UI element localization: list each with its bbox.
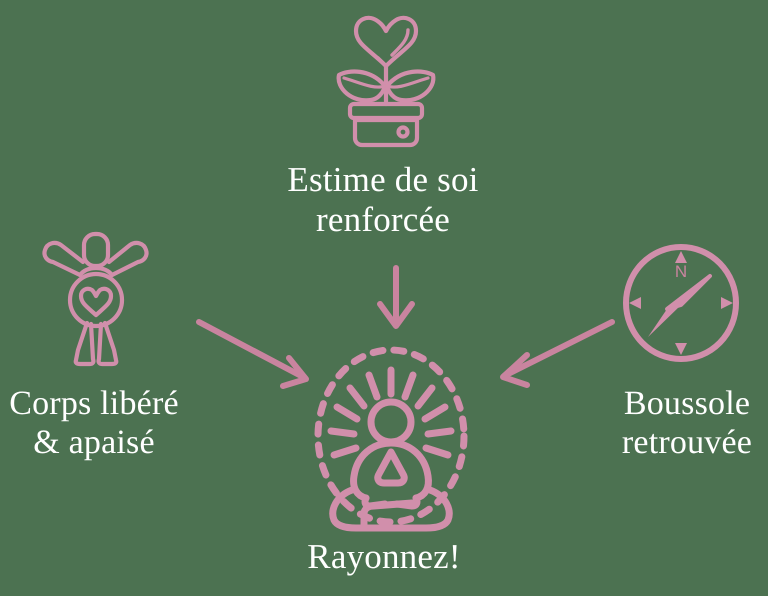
meditating-person-radiant-icon <box>312 342 470 532</box>
arrow-top-to-center <box>377 265 415 329</box>
heart-bloom <box>353 15 419 69</box>
potted-plant-heart-icon-svg <box>336 15 436 148</box>
meditator-shoulder-left <box>350 439 395 502</box>
compass-icon-svg: N <box>623 244 739 362</box>
stem-notch <box>376 56 388 68</box>
label-estime-de-soi: Estime de soi renforcée <box>287 160 479 239</box>
person-arms-raised-heart-icon <box>40 228 150 367</box>
label-rayonnez: Rayonnez! <box>307 537 461 576</box>
leaf-right <box>384 69 436 103</box>
compass-tick-south <box>675 343 687 355</box>
person-torso-circle <box>67 271 125 329</box>
pot-dot-detail <box>396 125 410 139</box>
person-arm-right <box>106 240 149 278</box>
meditating-person-radiant-icon-svg <box>314 346 468 532</box>
person-shoulders <box>77 265 115 278</box>
person-leg-left <box>73 320 96 367</box>
label-boussole: Boussole retrouvée <box>621 385 753 461</box>
compass-icon: N <box>622 243 740 363</box>
person-leg-right <box>96 320 119 367</box>
compass-tick-north <box>675 251 687 263</box>
compass-tick-west <box>629 297 641 309</box>
leaf-right-vein <box>385 76 430 89</box>
meditator-head <box>367 398 415 446</box>
meditator-prayer-hands <box>374 448 408 487</box>
aura-dashed-circle <box>314 346 468 526</box>
potted-plant-heart-icon <box>330 8 442 148</box>
meditator-shoulder-right <box>387 439 432 502</box>
person-head <box>81 231 111 269</box>
leaf-left-vein <box>342 76 387 89</box>
radiating-rays <box>327 366 455 459</box>
compass-tick-east <box>721 297 733 309</box>
pot-body <box>352 117 420 148</box>
compass-north-letter: N <box>675 262 687 281</box>
heart-inner-line <box>390 28 410 57</box>
compass-needle-outline <box>665 274 712 311</box>
arrow-right-to-center <box>500 319 615 388</box>
meditator-legs-outer <box>329 486 453 532</box>
person-arms-raised-heart-icon-svg <box>42 231 149 367</box>
arrow-left-to-center <box>196 319 309 389</box>
person-arm-left <box>42 240 86 278</box>
person-chest-heart <box>78 286 114 318</box>
leaf-left <box>336 69 388 103</box>
meditator-leg-fold <box>360 499 416 532</box>
label-corps-libere: Corps libéré & apaisé <box>9 385 179 461</box>
compass-outer-ring <box>623 244 739 362</box>
pot-rim <box>347 101 425 121</box>
